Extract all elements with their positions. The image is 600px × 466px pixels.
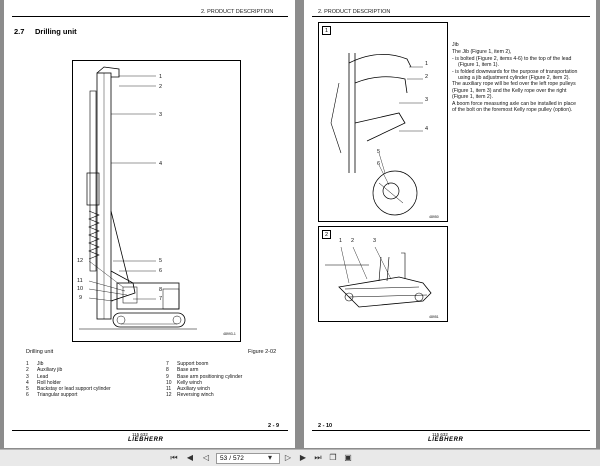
fig1-label-4: 4 [425,126,429,132]
last-page-icon[interactable]: ⏭ [314,453,322,462]
doc-code: 115 632 [432,432,448,437]
fig-label-10: 10 [77,286,84,292]
pdf-toolbar: ⏮ ◀ ◁ 53 / 572 ▾ ▷ ▶ ⏭ ❐ ▣ [0,449,600,466]
fig-label-11: 11 [77,278,83,284]
fig-label-3: 3 [159,112,163,118]
jib-line: A boom force measuring axle can be insta… [452,100,576,107]
first-page-icon[interactable]: ⏮ [170,453,178,462]
fig-label-8: 8 [159,287,163,293]
header-rule [12,16,288,17]
jib-line: The auxiliary rope will be fed over the … [452,81,576,88]
previous-view-icon[interactable]: ◁ [202,453,210,462]
page-dropdown-icon[interactable]: ▾ [267,453,272,462]
figure-id: 48993-1 [223,332,236,336]
footer-rule [12,430,288,431]
left-page: 2. PRODUCT DESCRIPTION 2.7 Drilling unit [4,0,295,448]
jib-line: The Jib (Figure 1, item 2), [452,49,512,56]
jib-folded-drawing [325,246,432,308]
fit-page-icon[interactable]: ▣ [344,453,352,462]
jib-line: - is bolted (Figure 2, items 4-6) to the… [452,55,572,62]
jib-line: (Figure 1, item 1). [458,62,499,69]
right-page: 2. PRODUCT DESCRIPTION 1 1 2 3 4 5 6 489… [304,0,596,448]
page-number-field[interactable]: 53 / 572 [216,453,280,464]
fig-label-12: 12 [77,258,84,264]
figure-caption: Drilling unit [26,349,54,355]
jib-description: Jib The Jib (Figure 1, item 2), - is bol… [452,42,592,113]
jib-title: Jib [452,42,459,48]
jib-line: - is folded downwards for the purpose of… [452,68,578,75]
fig-label-6: 6 [159,268,163,274]
previous-page-icon[interactable]: ◀ [186,453,194,462]
jib-detail-drawing [330,53,423,216]
next-page-icon[interactable]: ▶ [299,453,307,462]
fig1-label-1: 1 [425,61,429,67]
fig2-label-3: 3 [373,238,377,244]
jib-line: of the bolt on the foremost Kelly rope p… [452,107,573,114]
section-number: 2.7 [14,27,25,36]
fig-label-1: 1 [159,74,163,80]
jib-line: (Figure 1, item 2). [452,94,493,101]
page-header: 2. PRODUCT DESCRIPTION [201,9,274,15]
figure-reference: Figure 2-02 [248,349,277,355]
fig2-label-1: 1 [339,238,343,244]
page-number: 2 - 10 [318,423,333,429]
fig-label-7: 7 [159,296,163,302]
fig-label-2: 2 [159,84,163,90]
jib-figure-1: 1 1 2 3 4 5 6 48950 [318,22,448,222]
page-separator: / [229,455,232,462]
figure-number-box: 1 [322,26,331,35]
figure-number-box: 2 [322,230,331,239]
next-view-icon[interactable]: ▷ [284,453,292,462]
figure1-id: 48950 [429,215,439,219]
fig1-label-6: 6 [377,161,381,167]
drilling-unit-figure: 1 2 3 4 5 6 7 8 9 10 11 12 48993-1 [72,60,241,342]
fig-label-5: 5 [159,258,163,264]
total-pages: 572 [233,455,244,462]
fig1-label-5: 5 [377,149,381,155]
jib-line: using a jib adjustment cylinder (Figure … [458,75,570,82]
jib-figure-2: 2 1 2 3 48951 [318,226,448,322]
fig1-label-3: 3 [425,97,429,103]
jib-line: (Figure 1, item 3) and the Kelly rope ov… [452,87,567,94]
header-rule [312,16,590,17]
footer-rule [312,430,590,431]
figure2-id: 48951 [429,315,439,319]
fig-label-4: 4 [159,161,163,167]
fig-label-9: 9 [79,295,83,301]
page-header: 2. PRODUCT DESCRIPTION [318,9,391,15]
doc-code: 115 632 [132,432,148,437]
page-number: 2 - 9 [268,423,280,429]
drilling-unit-drawing [79,66,197,330]
current-page: 53 [220,455,228,462]
section-title: Drilling unit [35,27,77,36]
copy-icon[interactable]: ❐ [329,453,337,462]
liebherr-logo: LIEBHERR [128,437,164,443]
fig2-label-2: 2 [351,238,355,244]
liebherr-logo: LIEBHERR [428,437,464,443]
fig1-label-2: 2 [425,74,429,80]
